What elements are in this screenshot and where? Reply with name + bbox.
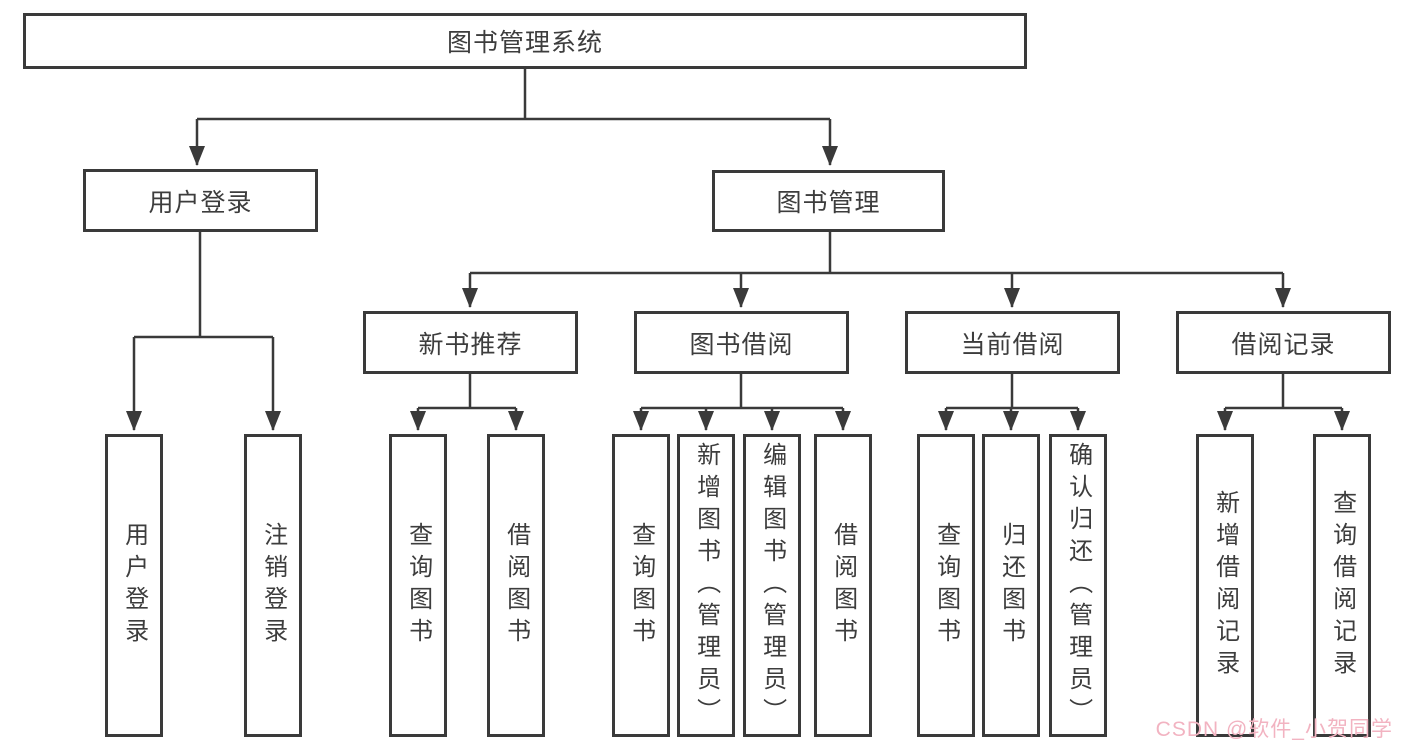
leaf-add-borrow-record: 新增借阅记录 <box>1196 434 1254 737</box>
leaf-query-borrow-record: 查询借阅记录 <box>1313 434 1371 737</box>
leaf-label: 注销登录 <box>259 521 287 650</box>
leaf-label: 新增借阅记录 <box>1211 489 1239 682</box>
node-root: 图书管理系统 <box>23 13 1027 69</box>
leaf-query-books-recommend: 查询图书 <box>389 434 447 737</box>
leaf-label: 查询图书 <box>404 521 432 650</box>
node-user-login: 用户登录 <box>83 169 318 232</box>
leaf-label: 查询图书 <box>932 521 960 650</box>
leaf-label: 查询借阅记录 <box>1328 489 1356 682</box>
leaf-label: 查询图书 <box>627 521 655 650</box>
leaf-confirm-return-admin: 确认归还（管理员） <box>1049 434 1107 737</box>
leaf-label: 归还图书 <box>997 521 1025 650</box>
node-current-borrow: 当前借阅 <box>905 311 1120 374</box>
leaf-add-book-admin: 新增图书（管理员） <box>677 434 735 737</box>
leaf-logout: 注销登录 <box>244 434 302 737</box>
leaf-return-books: 归还图书 <box>982 434 1040 737</box>
leaf-label: 编辑图书（管理员） <box>758 441 786 730</box>
leaf-borrow-books-recommend: 借阅图书 <box>487 434 545 737</box>
csdn-watermark: CSDN @软件_小贺同学 <box>1155 718 1393 741</box>
node-book-management: 图书管理 <box>712 170 945 232</box>
leaf-query-books-borrow: 查询图书 <box>612 434 670 737</box>
node-borrow-records: 借阅记录 <box>1176 311 1391 374</box>
leaf-label: 用户登录 <box>120 521 148 650</box>
leaf-borrow-books: 借阅图书 <box>814 434 872 737</box>
leaf-query-books-current: 查询图书 <box>917 434 975 737</box>
leaf-edit-book-admin: 编辑图书（管理员） <box>743 434 801 737</box>
leaf-label: 借阅图书 <box>502 521 530 650</box>
leaf-user-login: 用户登录 <box>105 434 163 737</box>
node-book-borrow: 图书借阅 <box>634 311 849 374</box>
node-new-book-recommend: 新书推荐 <box>363 311 578 374</box>
leaf-label: 借阅图书 <box>829 521 857 650</box>
leaf-label: 确认归还（管理员） <box>1064 441 1092 730</box>
leaf-label: 新增图书（管理员） <box>692 441 720 730</box>
